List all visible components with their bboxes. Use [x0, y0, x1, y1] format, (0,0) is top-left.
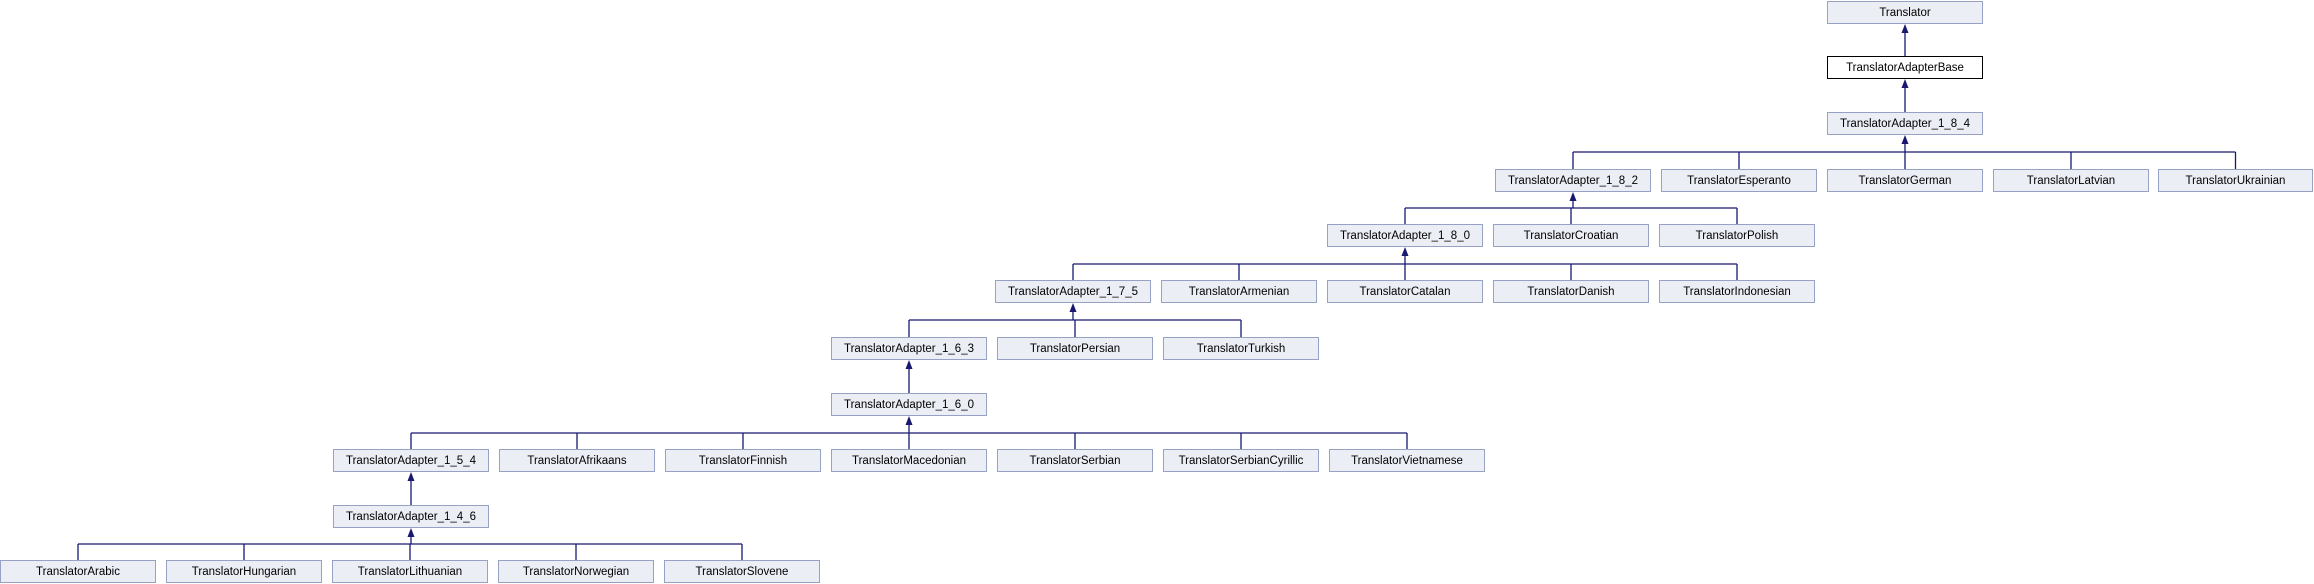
- node-translatorafrikaans[interactable]: TranslatorAfrikaans: [499, 449, 655, 472]
- node-translatorlatvian[interactable]: TranslatorLatvian: [1993, 169, 2149, 192]
- node-translatoradapter-1-6-0[interactable]: TranslatorAdapter_1_6_0: [831, 393, 987, 416]
- node-translatormacedonian[interactable]: TranslatorMacedonian: [831, 449, 987, 472]
- node-translatorlithuanian[interactable]: TranslatorLithuanian: [332, 560, 488, 583]
- node-translatoradapter-1-8-2[interactable]: TranslatorAdapter_1_8_2: [1495, 169, 1651, 192]
- inheritance-arrowhead-icon: [407, 528, 415, 537]
- node-translatordanish[interactable]: TranslatorDanish: [1493, 280, 1649, 303]
- inheritance-arrowhead-icon: [407, 472, 415, 481]
- node-translatorukrainian[interactable]: TranslatorUkrainian: [2158, 169, 2313, 192]
- node-translatoradapter-1-6-3[interactable]: TranslatorAdapter_1_6_3: [831, 337, 987, 360]
- node-translatorarabic[interactable]: TranslatorArabic: [0, 560, 156, 583]
- inheritance-arrowhead-icon: [1069, 303, 1077, 312]
- inheritance-arrowhead-icon: [905, 360, 913, 369]
- node-translatorpolish[interactable]: TranslatorPolish: [1659, 224, 1815, 247]
- inheritance-arrowhead-icon: [1569, 192, 1577, 201]
- node-translatorvietnamese[interactable]: TranslatorVietnamese: [1329, 449, 1485, 472]
- inheritance-arrowhead-icon: [1901, 135, 1909, 144]
- node-translatorfinnish[interactable]: TranslatorFinnish: [665, 449, 821, 472]
- node-translatoradapter-1-5-4[interactable]: TranslatorAdapter_1_5_4: [333, 449, 489, 472]
- node-translatorslovene[interactable]: TranslatorSlovene: [664, 560, 820, 583]
- node-translatoradapter-1-4-6[interactable]: TranslatorAdapter_1_4_6: [333, 505, 489, 528]
- node-translatorindonesian[interactable]: TranslatorIndonesian: [1659, 280, 1815, 303]
- inheritance-arrowhead-icon: [1901, 79, 1909, 88]
- node-translatorpersian[interactable]: TranslatorPersian: [997, 337, 1153, 360]
- node-translatorhungarian[interactable]: TranslatorHungarian: [166, 560, 322, 583]
- node-translatoradapterbase: TranslatorAdapterBase: [1827, 56, 1983, 79]
- node-translatorserbian[interactable]: TranslatorSerbian: [997, 449, 1153, 472]
- inheritance-arrowhead-icon: [1401, 247, 1409, 256]
- node-translatoradapter-1-7-5[interactable]: TranslatorAdapter_1_7_5: [995, 280, 1151, 303]
- inheritance-arrowhead-icon: [1901, 24, 1909, 33]
- node-translator[interactable]: Translator: [1827, 1, 1983, 24]
- node-translatornorwegian[interactable]: TranslatorNorwegian: [498, 560, 654, 583]
- node-translatoradapter-1-8-0[interactable]: TranslatorAdapter_1_8_0: [1327, 224, 1483, 247]
- node-translatorserbiancyrillic[interactable]: TranslatorSerbianCyrillic: [1163, 449, 1319, 472]
- node-translatorgerman[interactable]: TranslatorGerman: [1827, 169, 1983, 192]
- node-translatorarmenian[interactable]: TranslatorArmenian: [1161, 280, 1317, 303]
- node-translatoradapter-1-8-4[interactable]: TranslatorAdapter_1_8_4: [1827, 112, 1983, 135]
- node-translatorturkish[interactable]: TranslatorTurkish: [1163, 337, 1319, 360]
- inheritance-arrowhead-icon: [905, 416, 913, 425]
- node-translatorcatalan[interactable]: TranslatorCatalan: [1327, 280, 1483, 303]
- node-translatoresperanto[interactable]: TranslatorEsperanto: [1661, 169, 1817, 192]
- node-translatorcroatian[interactable]: TranslatorCroatian: [1493, 224, 1649, 247]
